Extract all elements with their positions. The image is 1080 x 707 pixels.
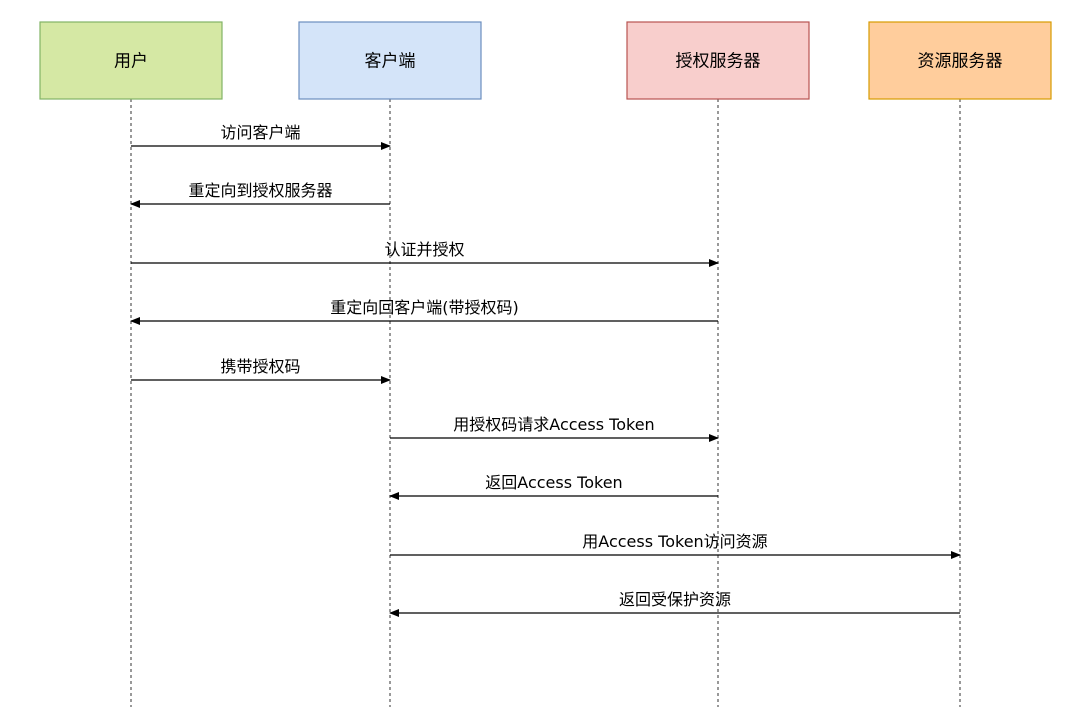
message-2: 重定向到授权服务器 <box>130 181 390 208</box>
message-9: 返回受保护资源 <box>389 590 960 617</box>
actor-label-auth: 授权服务器 <box>676 52 761 72</box>
message-label: 返回Access Token <box>485 473 622 492</box>
actor-client: 客户端 <box>298 21 482 100</box>
actor-label-resource: 资源服务器 <box>918 52 1003 72</box>
actor-resource: 资源服务器 <box>868 21 1052 100</box>
actor-box-client <box>298 21 482 100</box>
message-8: 用Access Token访问资源 <box>390 532 961 559</box>
message-label: 重定向回客户端(带授权码) <box>330 298 519 317</box>
message-6: 用授权码请求Access Token <box>390 415 719 442</box>
message-1: 访问客户端 <box>131 123 391 150</box>
message-5: 携带授权码 <box>131 357 391 384</box>
actor-box-auth <box>626 21 810 100</box>
actor-box-user <box>39 21 223 100</box>
message-label: 访问客户端 <box>220 123 300 142</box>
message-label: 用授权码请求Access Token <box>453 415 654 434</box>
actor-label-client: 客户端 <box>365 52 416 72</box>
actor-label-user: 用户 <box>114 52 148 72</box>
actors: 用户 客户端 授权服务器 资源服务器 <box>39 21 1052 100</box>
message-label: 认证并授权 <box>384 240 464 259</box>
message-4: 重定向回客户端(带授权码) <box>130 298 718 325</box>
message-label: 重定向到授权服务器 <box>188 181 332 200</box>
message-label: 返回受保护资源 <box>619 590 731 609</box>
message-label: 携带授权码 <box>220 357 300 376</box>
message-label: 用Access Token访问资源 <box>582 532 767 551</box>
actor-box-resource <box>868 21 1052 100</box>
message-3: 认证并授权 <box>131 240 719 267</box>
actor-auth: 授权服务器 <box>626 21 810 100</box>
actor-user: 用户 <box>39 21 223 100</box>
message-7: 返回Access Token <box>389 473 718 500</box>
lifelines <box>130 99 961 707</box>
